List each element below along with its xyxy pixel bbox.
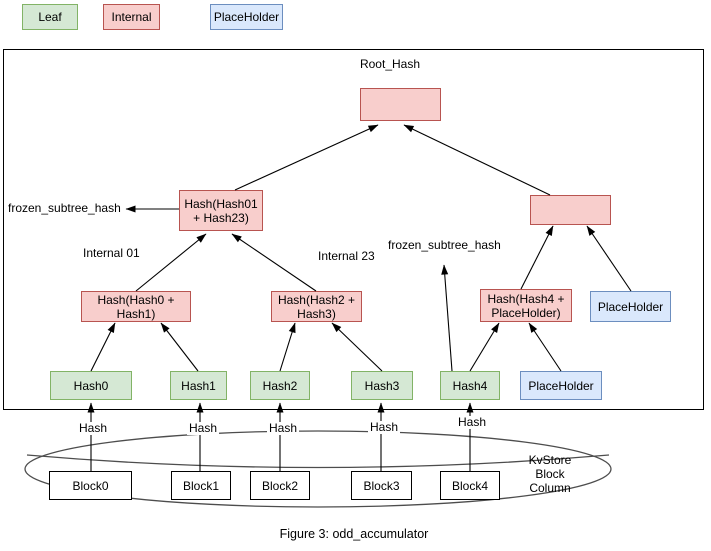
block0-label: Block0	[72, 478, 109, 493]
label-frozen-subtree-hash-left: frozen_subtree_hash	[8, 201, 121, 215]
node-hash3: Hash3	[351, 371, 413, 400]
node-placeholder-leaf: PlaceHolder	[520, 371, 602, 400]
edge-label-hash-2: Hash	[267, 421, 300, 435]
label-internal-23: Internal 23	[318, 249, 375, 263]
legend-leaf-label: Leaf	[38, 10, 62, 24]
block2: Block2	[250, 471, 310, 500]
block2-label: Block2	[261, 478, 299, 493]
label-root-hash: Root_Hash	[359, 57, 421, 71]
node-hash4-placeholder-label: Hash(Hash4 + PlaceHolder)	[487, 291, 565, 320]
node-hash4-placeholder: Hash(Hash4 + PlaceHolder)	[480, 289, 572, 322]
node-hash0-1-label: Hash(Hash0 + Hash1)	[97, 292, 175, 321]
node-hash2-3-label: Hash(Hash2 + Hash3)	[277, 292, 356, 321]
cylinder-outline	[24, 430, 612, 508]
label-frozen-subtree-hash-right: frozen_subtree_hash	[388, 238, 501, 252]
node-hash0-1: Hash(Hash0 + Hash1)	[81, 291, 191, 322]
label-kvstore-line3: Column	[529, 481, 571, 495]
legend-internal-label: Internal	[111, 10, 152, 24]
edge-label-hash-4: Hash	[456, 415, 489, 429]
node-root	[360, 88, 441, 121]
node-placeholder-leaf-label: PlaceHolder	[528, 378, 594, 393]
edge-label-hash-0: Hash	[77, 421, 110, 435]
block1-label: Block1	[182, 478, 220, 493]
node-hash01-23: Hash(Hash01 + Hash23)	[179, 190, 263, 231]
block4: Block4	[440, 471, 500, 500]
edge-label-hash-3: Hash	[368, 420, 401, 434]
node-hash4: Hash4	[440, 371, 500, 400]
legend-internal: Internal	[103, 4, 160, 30]
label-kvstore: KvStore Block Column	[505, 453, 595, 495]
legend-placeholder: PlaceHolder	[210, 4, 283, 30]
node-hash1-label: Hash1	[181, 378, 216, 393]
block1: Block1	[171, 471, 231, 500]
node-hash2-label: Hash2	[262, 378, 298, 393]
node-hash0-label: Hash0	[73, 378, 109, 393]
node-hash2-3: Hash(Hash2 + Hash3)	[271, 291, 362, 322]
caption: Figure 3: odd_accumulator	[279, 527, 429, 541]
node-placeholder-mid: PlaceHolder	[590, 291, 671, 322]
node-hash01-23-label: Hash(Hash01 + Hash23)	[184, 196, 258, 225]
node-hash3-label: Hash3	[364, 378, 400, 393]
node-hash4-label: Hash4	[452, 378, 488, 393]
node-hash1: Hash1	[170, 371, 227, 400]
node-internal-right	[530, 195, 611, 225]
block3: Block3	[351, 471, 412, 500]
legend-leaf: Leaf	[22, 4, 78, 30]
node-hash2: Hash2	[250, 371, 310, 400]
edge-label-hash-1: Hash	[187, 421, 220, 435]
node-hash0: Hash0	[50, 371, 132, 400]
legend-placeholder-label: PlaceHolder	[213, 10, 280, 24]
node-placeholder-mid-label: PlaceHolder	[597, 299, 664, 314]
label-kvstore-line1: KvStore	[528, 453, 572, 467]
label-kvstore-line2: Block	[535, 467, 565, 481]
block0: Block0	[49, 471, 132, 500]
label-internal-01: Internal 01	[83, 246, 140, 260]
diagram-frame	[3, 49, 704, 410]
block3-label: Block3	[363, 478, 400, 493]
cylinder-rim	[26, 454, 610, 469]
block4-label: Block4	[451, 478, 489, 493]
